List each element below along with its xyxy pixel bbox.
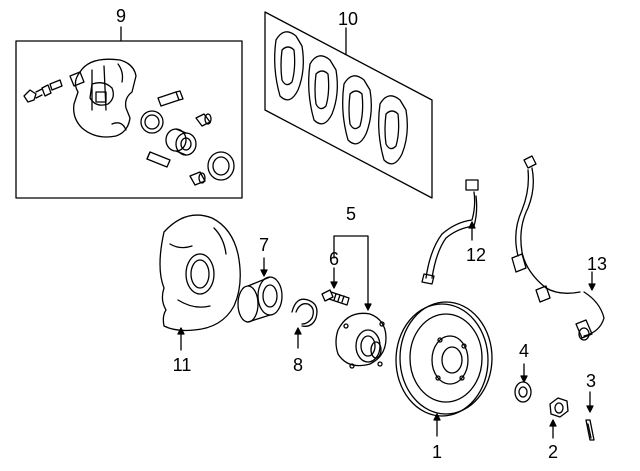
hub-nut-washer [514, 363, 532, 403]
callout-3: 3 [585, 371, 597, 391]
callout-4: 4 [518, 341, 530, 361]
callout-1: 1 [431, 442, 443, 462]
bleeder-screw [23, 79, 63, 103]
brake-pad-kit-box [264, 11, 433, 199]
wheel-stud [321, 267, 350, 306]
leader-5 [333, 235, 369, 307]
callout-8: 8 [292, 355, 304, 375]
brake-pad-1 [274, 31, 304, 101]
splash-shield [159, 214, 241, 351]
brake-pad-2 [308, 55, 338, 125]
guide-pin-upper [157, 90, 184, 107]
snap-ring [291, 298, 318, 349]
pin-boot-upper [195, 113, 212, 127]
brake-pad-kit-group [264, 11, 433, 199]
callout-11: 11 [172, 355, 192, 375]
brake-hose [421, 179, 479, 285]
callout-6: 6 [328, 249, 340, 269]
brake-pad-3 [342, 75, 372, 145]
caliper-body [69, 58, 137, 138]
caliper-piston [165, 128, 197, 156]
callout-7: 7 [258, 235, 270, 255]
wheel-hub [333, 235, 387, 369]
callout-5: 5 [345, 204, 357, 224]
callout-2: 2 [547, 442, 559, 462]
brake-rotor [395, 301, 493, 437]
pin-boot-lower [189, 171, 206, 186]
dust-boot [207, 151, 235, 181]
callout-12: 12 [465, 245, 487, 265]
callout-13: 13 [586, 254, 608, 274]
cotter-pin [585, 391, 595, 441]
wheel-bearing [237, 257, 283, 323]
callout-9: 9 [115, 6, 127, 26]
piston-seal [140, 110, 164, 134]
abs-sensor-harness [511, 155, 605, 341]
brake-pad-4 [378, 95, 408, 165]
guide-pin-lower [146, 151, 171, 168]
caliper-kit-group [15, 26, 243, 199]
hub-nut [549, 397, 569, 439]
callout-10: 10 [337, 9, 359, 29]
caliper-kit-box [15, 40, 243, 199]
